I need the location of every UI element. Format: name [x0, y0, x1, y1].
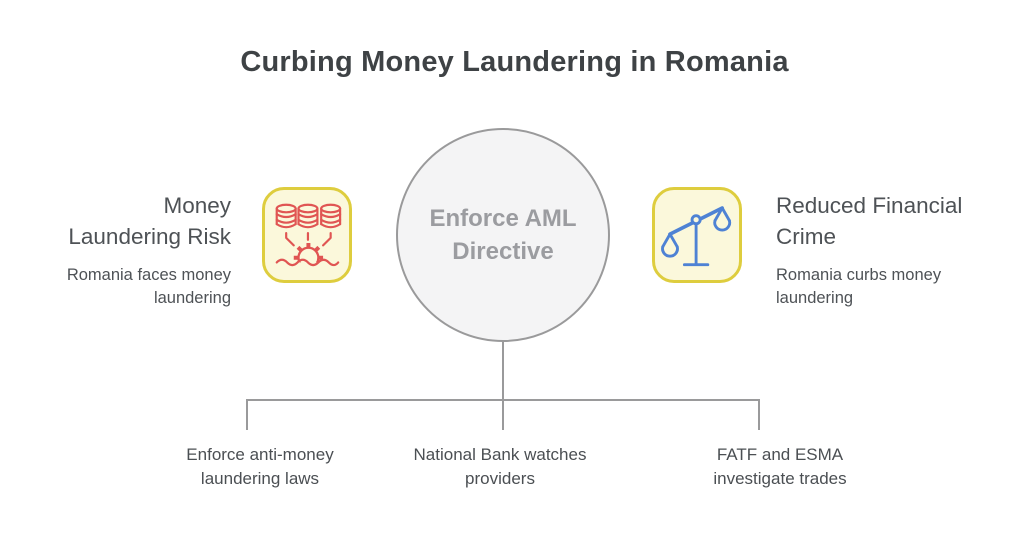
balance-scale-icon [661, 195, 733, 275]
cause-heading: Money Laundering Risk [68, 193, 231, 249]
money-laundering-icon [272, 197, 342, 273]
connector-drop-right [758, 399, 760, 430]
center-node: Enforce AML Directive [396, 128, 610, 342]
connector-drop-left [246, 399, 248, 430]
branch-label-3: FATF and ESMA investigate trades [713, 445, 847, 488]
effect-icon-box [652, 187, 742, 283]
cause-description: Romania faces money laundering [66, 266, 231, 307]
center-node-label: Enforce AML Directive [429, 205, 577, 265]
connector-bar [246, 399, 760, 401]
effect-heading: Reduced Financial Crime [776, 193, 963, 249]
connector-stem [502, 342, 504, 430]
effect-description: Romania curbs money laundering [776, 266, 942, 307]
cause-icon-box [262, 187, 352, 283]
branch-label-1: Enforce anti-money laundering laws [186, 445, 334, 488]
page-title: Curbing Money Laundering in Romania [240, 46, 789, 78]
branch-label-2: National Bank watches providers [413, 445, 587, 488]
